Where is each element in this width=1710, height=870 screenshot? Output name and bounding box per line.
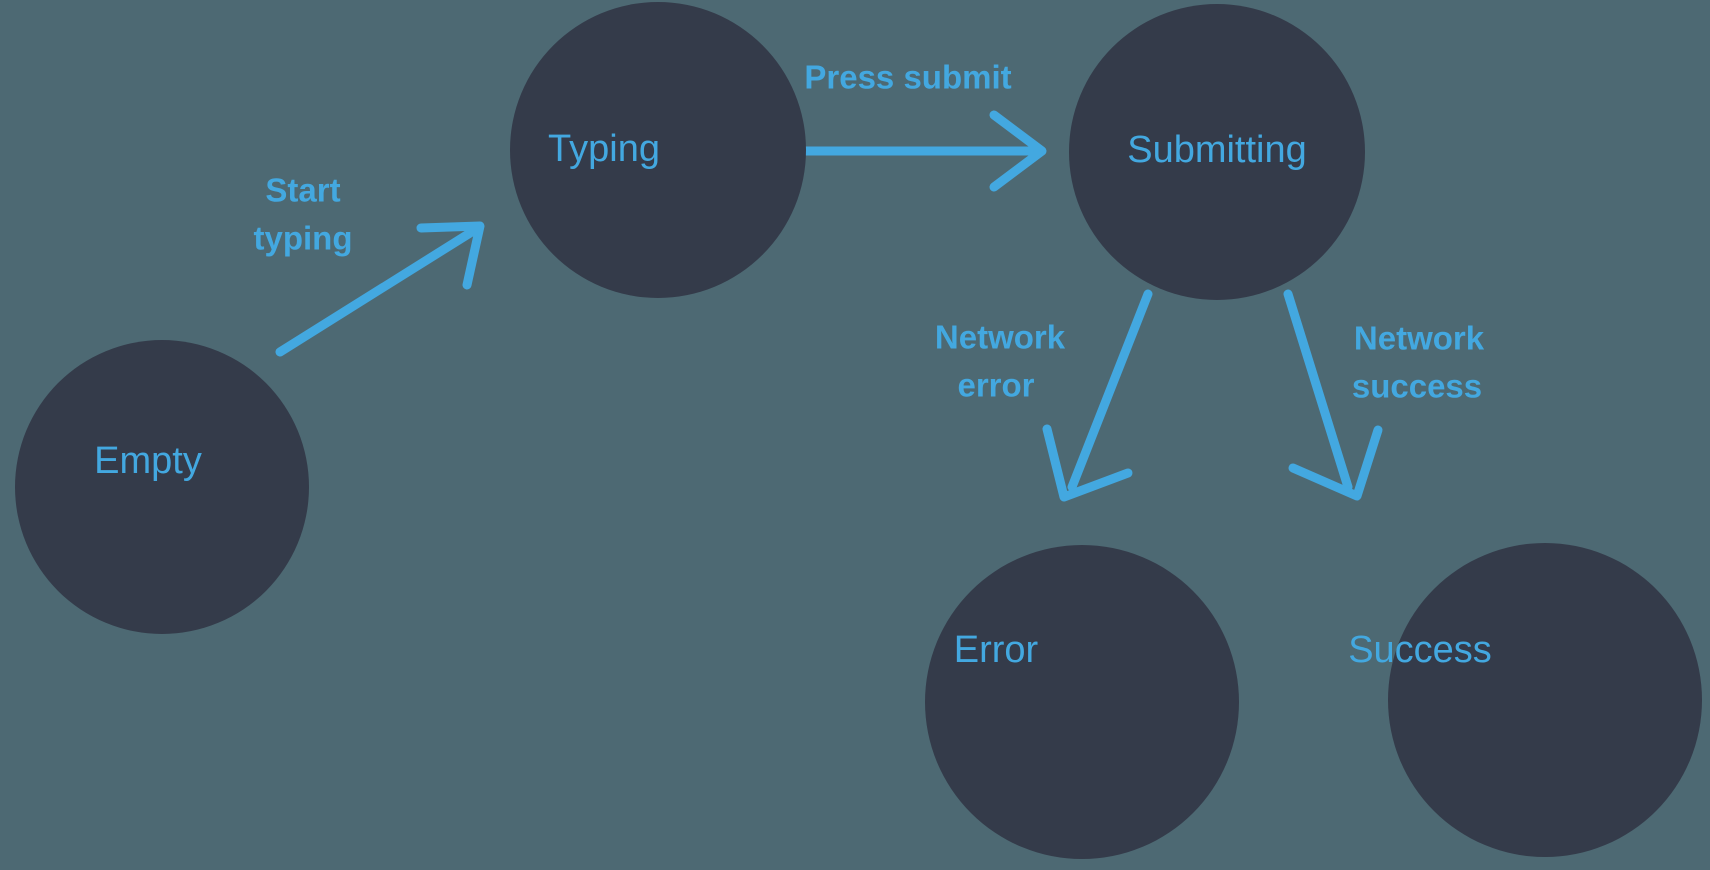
state-node-submitting-circle[interactable] <box>1069 4 1365 300</box>
edge-label-network-error-line-2: error <box>957 367 1034 404</box>
state-node-submitting-label: Submitting <box>1127 129 1307 171</box>
state-node-empty-label: Empty <box>94 440 202 482</box>
state-node-success-circle[interactable] <box>1388 543 1702 857</box>
edge-label-network-success-line-1: Network <box>1354 320 1485 357</box>
state-node-success-label: Success <box>1348 629 1492 671</box>
edge-label-start-typing-line-2: typing <box>254 220 353 257</box>
edge-label-network-error: Network error <box>935 319 1066 404</box>
edge-label-start-typing-line-1: Start <box>265 172 340 209</box>
edge-label-start-typing: Start typing <box>254 172 353 257</box>
state-node-error-label: Error <box>954 629 1039 671</box>
edge-label-press-submit-line-1: Press submit <box>804 59 1011 96</box>
start-typing-arrow-shaft <box>275 223 483 357</box>
edge-network-error <box>1042 289 1153 502</box>
edge-press-submit <box>761 110 1047 192</box>
state-node-typing-label: Typing <box>548 128 660 170</box>
edge-start-typing <box>275 221 485 357</box>
state-node-empty[interactable]: Empty <box>15 340 309 634</box>
state-node-typing[interactable]: Typing <box>510 2 806 298</box>
state-node-success[interactable]: Success <box>1348 543 1702 857</box>
edge-label-network-success: Network success <box>1352 320 1485 405</box>
edge-network-success <box>1283 289 1383 501</box>
start-typing-arrow-head <box>416 221 485 290</box>
press-submit-arrow-head <box>989 110 1047 192</box>
state-node-error[interactable]: Error <box>925 545 1239 859</box>
network-error-arrow-shaft <box>1067 289 1153 492</box>
state-node-typing-circle[interactable] <box>510 2 806 298</box>
state-node-empty-circle[interactable] <box>15 340 309 634</box>
state-node-error-circle[interactable] <box>925 545 1239 859</box>
edge-label-network-success-line-2: success <box>1352 368 1482 405</box>
network-success-arrow-shaft <box>1283 289 1353 492</box>
edge-label-network-error-line-1: Network <box>935 319 1066 356</box>
network-success-arrow-head <box>1288 425 1383 501</box>
edge-label-press-submit: Press submit <box>804 59 1011 96</box>
state-node-submitting[interactable]: Submitting <box>1069 4 1365 300</box>
network-error-arrow-head <box>1042 424 1133 502</box>
